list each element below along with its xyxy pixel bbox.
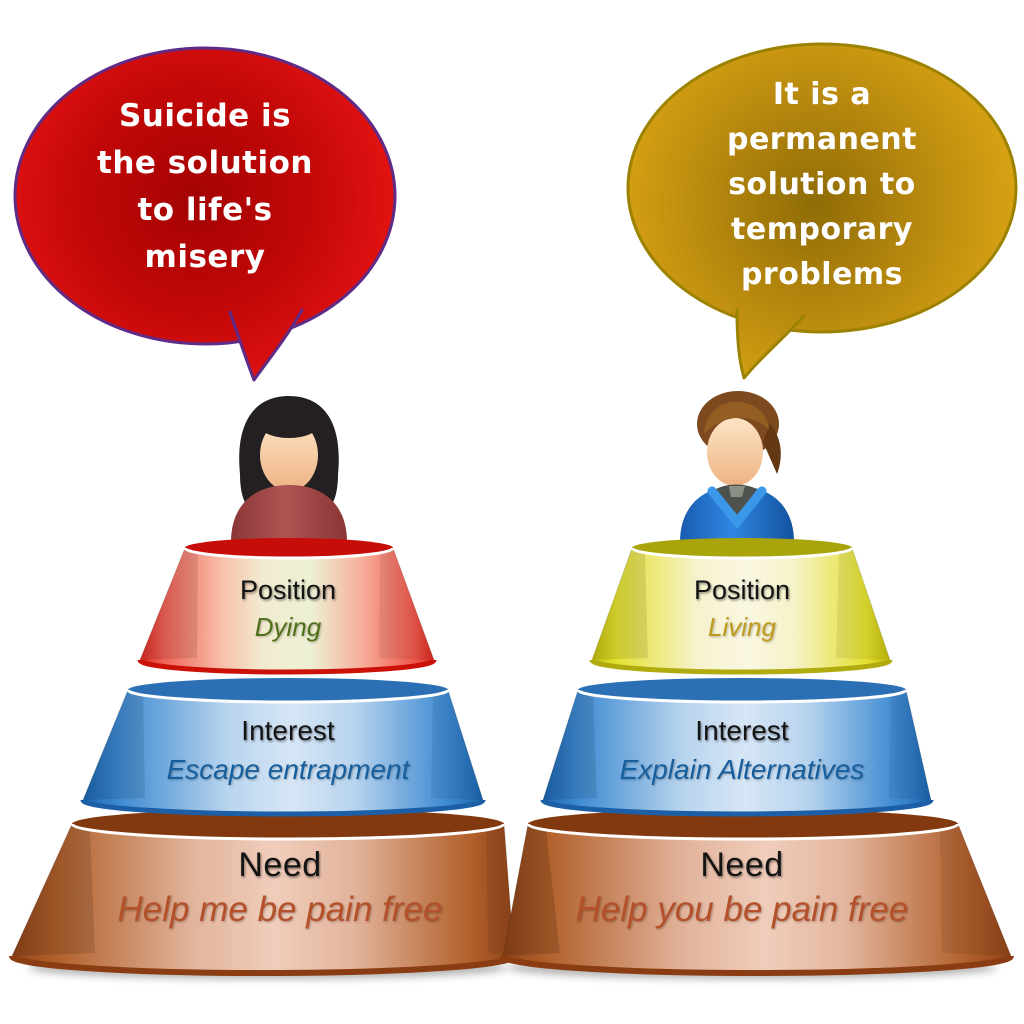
right-position-rim — [632, 538, 852, 558]
left-speech-bubble — [13, 46, 397, 382]
right-position-bottom-edge — [589, 658, 893, 675]
left-need-subtitle: Help me be pain free — [117, 890, 443, 929]
left-interest-bottom-edge — [80, 798, 486, 817]
left-interest-facet-l — [83, 690, 145, 800]
left-bubble-text: Suicide is the solution to life's misery — [97, 98, 313, 275]
right-interest-facet-l — [543, 690, 597, 800]
man-lapel — [707, 486, 767, 530]
left-interest-subtitle: Escape entrapment — [166, 754, 410, 785]
left-band-position — [137, 538, 437, 675]
right-need-facet-r — [940, 824, 1011, 956]
left-position-label: Position Dying — [68, 574, 508, 642]
woman-icon — [231, 396, 347, 542]
right-interest-highlight — [576, 689, 908, 704]
man-hair-side — [763, 424, 781, 474]
woman-torso — [231, 485, 347, 542]
left-need-rim — [72, 809, 504, 839]
man-icon — [680, 391, 794, 542]
right-position-label: Position Living — [522, 574, 962, 642]
left-position-subtitle: Dying — [254, 612, 322, 642]
right-interest-label: Interest Explain Alternatives — [522, 714, 962, 786]
right-interest-bottom-edge — [540, 798, 934, 817]
woman-face — [260, 419, 318, 491]
left-need-bottom-edge — [9, 954, 517, 976]
left-interest-facet-r — [431, 690, 483, 800]
left-bubble-tail — [228, 308, 304, 382]
left-position-highlight — [183, 547, 395, 560]
right-need-rim — [528, 809, 958, 839]
right-speech-bubble — [626, 42, 1018, 380]
right-position-facet-r — [836, 548, 890, 660]
left-need-facet-r — [486, 824, 514, 956]
right-need-title: Need — [700, 846, 784, 884]
right-need-label: Need Help you be pain free — [522, 846, 962, 929]
right-interest-title: Interest — [695, 715, 789, 746]
right-interest-subtitle: Explain Alternatives — [619, 754, 865, 785]
left-interest-highlight — [126, 689, 450, 704]
left-bubble-shape — [13, 46, 397, 346]
right-need-bottom-edge — [500, 954, 1014, 976]
right-bubble-tail — [735, 308, 806, 380]
left-need-highlight — [70, 823, 506, 841]
right-bubble-shape — [626, 42, 1018, 334]
left-interest-rim — [128, 678, 448, 702]
right-position-title: Position — [693, 575, 791, 605]
right-interest-facet-r — [889, 690, 931, 800]
left-position-title: Position — [239, 575, 337, 605]
right-band-need — [500, 809, 1014, 976]
right-bubble-text: It is a permanent solution to temporary … — [726, 77, 918, 292]
left-need-facet-l — [12, 824, 95, 956]
man-collar — [729, 486, 745, 497]
left-position-bottom-edge — [137, 658, 437, 675]
right-position-highlight — [630, 547, 854, 560]
right-band-interest — [540, 678, 934, 817]
right-band-position — [589, 538, 893, 675]
left-band-interest — [80, 678, 486, 817]
left-position-facet-r — [379, 548, 434, 660]
man-face — [707, 418, 763, 486]
left-position-facet-l — [140, 548, 198, 660]
right-need-highlight — [526, 823, 960, 841]
left-position-rim — [185, 538, 393, 558]
left-need-title: Need — [238, 846, 322, 884]
right-need-facet-l — [503, 824, 560, 956]
left-need-label: Need Help me be pain free — [60, 846, 500, 929]
man-shirt — [716, 484, 757, 518]
woman-fringe — [256, 404, 322, 438]
right-need-subtitle: Help you be pain free — [575, 890, 909, 929]
man-fringe — [704, 401, 769, 434]
right-interest-rim — [578, 678, 906, 702]
right-position-facet-l — [592, 548, 648, 660]
left-interest-label: Interest Escape entrapment — [68, 714, 508, 786]
left-interest-title: Interest — [241, 715, 335, 746]
right-position-subtitle: Living — [708, 612, 776, 642]
